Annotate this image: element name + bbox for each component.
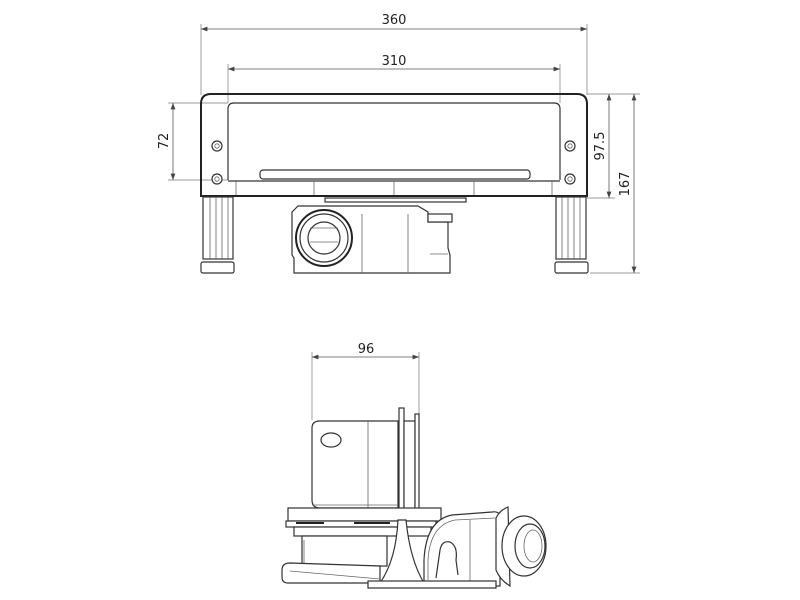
side-view: 96 xyxy=(281,342,547,589)
dimension-label-167: 167 xyxy=(618,172,633,197)
screw-icon xyxy=(564,173,576,185)
dimension-total-height: 167 xyxy=(590,93,640,274)
front-view: 360 310 72 97.5 167 xyxy=(157,13,640,274)
dimension-overall-width: 360 xyxy=(200,13,588,95)
dimension-frame-total-height: 97.5 xyxy=(587,93,615,199)
dimension-frame-height: 72 xyxy=(157,102,228,181)
dimension-inner-width: 310 xyxy=(227,54,561,103)
screw-icon xyxy=(211,173,223,185)
screw-icon xyxy=(211,140,223,152)
oval-hole xyxy=(320,432,342,448)
dimension-label-360: 360 xyxy=(382,13,407,28)
dimension-depth: 96 xyxy=(311,342,420,420)
dimension-label-96: 96 xyxy=(358,342,375,357)
screw-icon xyxy=(564,140,576,152)
outlet-cap xyxy=(495,506,547,588)
dimension-label-310: 310 xyxy=(382,54,407,69)
frame xyxy=(200,93,588,197)
drain-body-front xyxy=(291,197,467,274)
dimension-label-97-5: 97.5 xyxy=(593,132,608,161)
leg-left xyxy=(200,196,235,274)
dimension-label-72: 72 xyxy=(157,133,172,150)
leg-right xyxy=(554,196,589,274)
